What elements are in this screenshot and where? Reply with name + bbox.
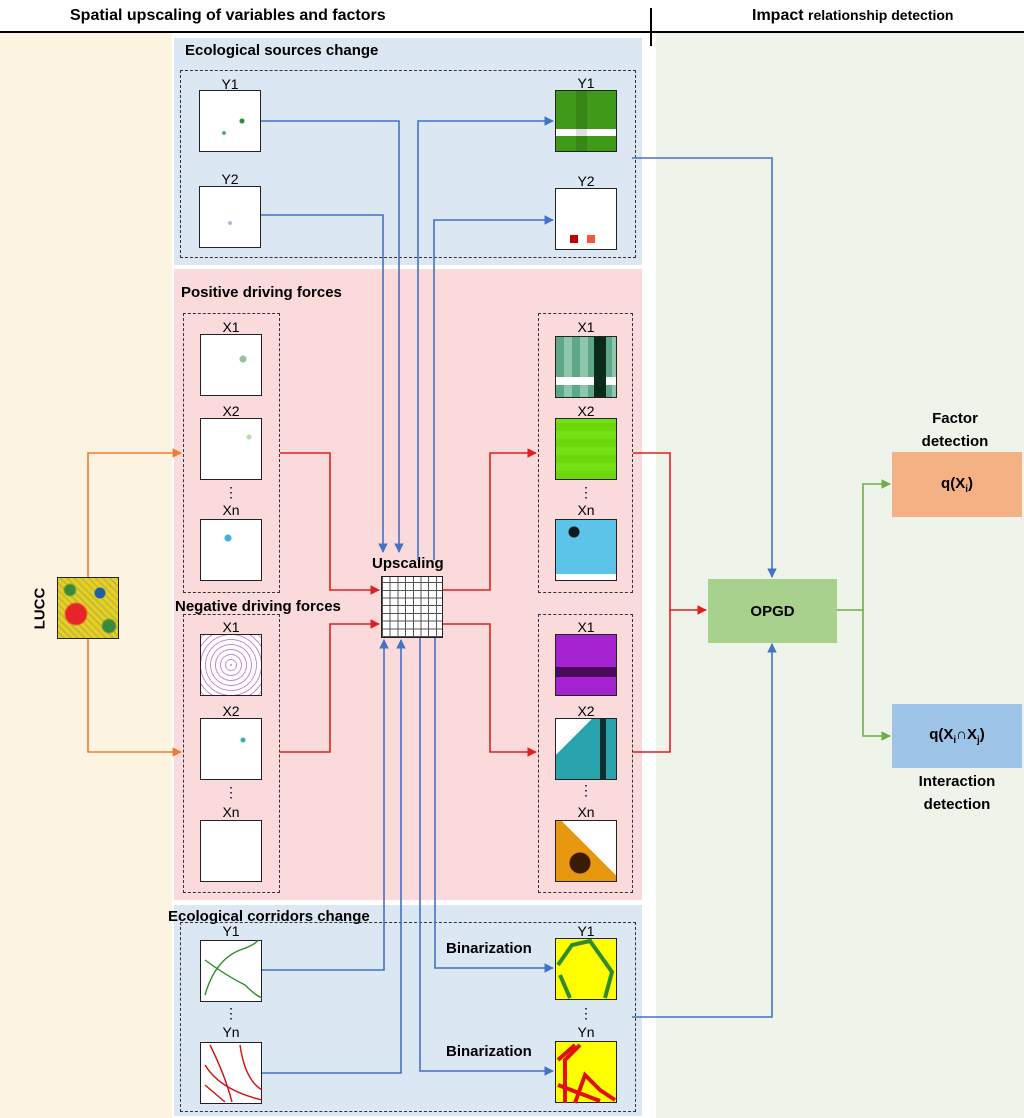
- factor-detection-title: Factor detection: [921, 410, 989, 450]
- arrow-lucc-to-pos: [87, 448, 182, 577]
- interaction-formula: q(Xi∩Xj): [929, 726, 985, 746]
- src-y1-upscaled-map: [555, 90, 617, 152]
- arrow-cor-to-opgd: [632, 643, 777, 1018]
- cor-yn-lines: [204, 1044, 263, 1103]
- src-y2-out-label: Y2: [577, 173, 595, 189]
- lucc-map: [57, 577, 119, 639]
- positive-inputs-group: [183, 313, 280, 593]
- neg-xn-upscaled-map: [555, 820, 617, 882]
- header-right-title: Impact relationship detection: [752, 7, 953, 25]
- negative-outputs-group: [538, 614, 633, 893]
- binarization-label-2: Binarization: [446, 1043, 532, 1060]
- pos-xn-label: Xn: [222, 502, 240, 518]
- neg-xn-out-label: Xn: [577, 804, 595, 820]
- arrow-upscaling-to-neg: [443, 623, 537, 757]
- arrow-src-y2-to-upscaling: [261, 214, 388, 553]
- header-right-title-part-b: relationship detection: [808, 7, 954, 23]
- arrow-src-y1-to-upscaling: [261, 120, 404, 553]
- arrow-pos-out-to-opgd: [633, 452, 707, 615]
- pos-out-ellipsis: ⋮: [579, 484, 593, 500]
- factor-formula-box: q(Xi): [892, 452, 1022, 517]
- pos-x2-label: X2: [222, 403, 240, 419]
- src-y2-input-map: [199, 186, 261, 248]
- neg-xn-input-map: [200, 820, 262, 882]
- factor-formula: q(Xi): [941, 474, 973, 495]
- src-y1-label: Y1: [221, 76, 239, 92]
- arrow-upscaling-to-cor-yn: [419, 638, 554, 1076]
- pos-x2-upscaled-map: [555, 418, 617, 480]
- neg-x2-label: X2: [222, 703, 240, 719]
- pos-x1-input-map: [200, 334, 262, 396]
- upscaling-grid: [381, 576, 443, 638]
- eco-sources-title: Ecological sources change: [185, 42, 379, 59]
- interaction-detection-title: Interaction detection: [918, 773, 996, 813]
- cor-y1-lines: [204, 939, 263, 999]
- pos-xn-upscaled-map: [555, 519, 617, 581]
- arrow-upscaling-to-src-y2: [433, 215, 554, 560]
- arrow-cor-y1-to-upscaling: [262, 639, 389, 971]
- neg-x1-input-map: [200, 634, 262, 696]
- pos-xn-out-label: Xn: [577, 502, 595, 518]
- cor-y1-label: Y1: [222, 923, 240, 939]
- arrow-src-to-opgd: [632, 157, 777, 578]
- neg-x2-out-label: X2: [577, 703, 595, 719]
- pos-x1-out-label: X1: [577, 319, 595, 335]
- arrow-upscaling-to-cor-y1: [434, 638, 554, 973]
- pos-x2-out-label: X2: [577, 403, 595, 419]
- header-divider: [650, 8, 652, 46]
- opgd-box: OPGD: [708, 579, 837, 643]
- neg-ellipsis: ⋮: [224, 784, 238, 800]
- negative-inputs-group: [183, 614, 280, 893]
- pos-x1-upscaled-map: [555, 336, 617, 398]
- neg-x2-input-map: [200, 718, 262, 780]
- eco-corridors-title: Ecological corridors change: [168, 908, 370, 925]
- positive-forces-title: Positive driving forces: [181, 284, 342, 301]
- pos-ellipsis: ⋮: [224, 484, 238, 500]
- arrow-upscaling-to-pos: [443, 448, 537, 591]
- cor-y1-out-label: Y1: [577, 923, 595, 939]
- src-y2-cell-red: [570, 235, 578, 243]
- arrow-neg-to-upscaling: [280, 619, 380, 753]
- cor-out-ellipsis: ⋮: [579, 1005, 593, 1021]
- right-background: [656, 32, 1024, 1118]
- neg-x1-out-label: X1: [577, 619, 595, 635]
- upscaling-label: Upscaling: [372, 555, 444, 572]
- arrow-pos-to-upscaling: [280, 452, 380, 595]
- pos-x1-label: X1: [222, 319, 240, 335]
- src-y2-cell-orange: [587, 235, 595, 243]
- positive-outputs-group: [538, 313, 633, 593]
- arrow-lucc-to-neg: [87, 639, 182, 757]
- pos-xn-input-map: [200, 519, 262, 581]
- header-left-title: Spatial upscaling of variables and facto…: [70, 7, 386, 24]
- arrow-neg-out-to-opgd: [633, 610, 671, 753]
- arrow-upscaling-to-src-y1: [417, 116, 554, 560]
- src-y1-out-label: Y1: [577, 75, 595, 91]
- arrow-cor-yn-to-upscaling: [262, 639, 406, 1074]
- left-background: [0, 32, 172, 1118]
- src-y2-label: Y2: [221, 171, 239, 187]
- binarization-label-1: Binarization: [446, 940, 532, 957]
- header-rule: [0, 31, 1024, 33]
- arrow-opgd-to-factor: [837, 479, 891, 611]
- header-right-title-part-a: Impact: [752, 7, 809, 24]
- neg-x1-upscaled-map: [555, 634, 617, 696]
- negative-forces-title: Negative driving forces: [175, 598, 341, 615]
- cor-yn-label: Yn: [222, 1024, 240, 1040]
- cor-y1-bin-lines: [556, 938, 615, 999]
- cor-ellipsis: ⋮: [224, 1005, 238, 1021]
- arrow-opgd-to-interaction: [862, 610, 891, 741]
- src-y1-input-map: [199, 90, 261, 152]
- pos-x2-input-map: [200, 418, 262, 480]
- src-y2-upscaled-map: [555, 188, 617, 250]
- cor-yn-bin-lines: [556, 1043, 617, 1104]
- eco-sources-group: [180, 70, 636, 258]
- neg-x1-label: X1: [222, 619, 240, 635]
- neg-x2-upscaled-map: [555, 718, 617, 780]
- neg-xn-label: Xn: [222, 804, 240, 820]
- cor-yn-out-label: Yn: [577, 1024, 595, 1040]
- interaction-formula-box: q(Xi∩Xj): [892, 704, 1022, 768]
- neg-out-ellipsis: ⋮: [579, 782, 593, 798]
